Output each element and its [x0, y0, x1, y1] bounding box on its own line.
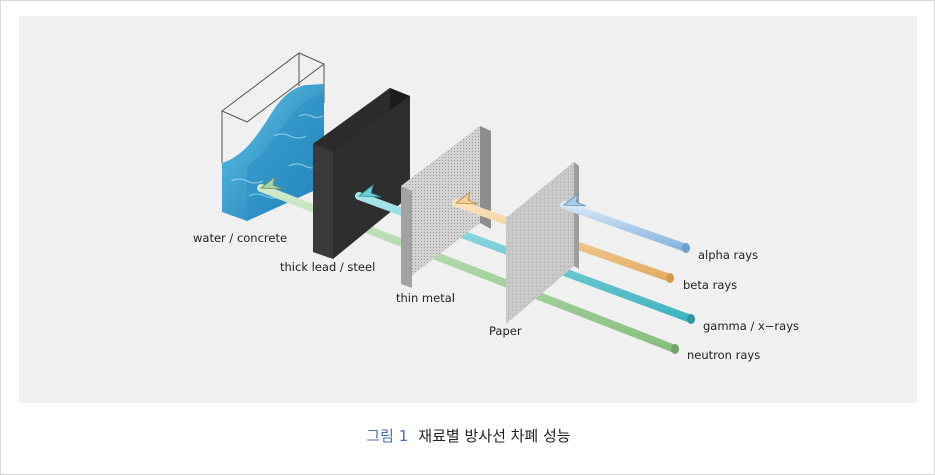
label-paper: Paper — [489, 324, 522, 338]
diagram-panel: water / concrete thick lead / steel thin… — [19, 16, 917, 403]
label-beta-rays: beta rays — [683, 278, 737, 292]
label-alpha-rays: alpha rays — [698, 248, 758, 262]
label-gamma-rays: gamma / x−rays — [703, 319, 799, 333]
label-neutron-rays: neutron rays — [687, 348, 760, 362]
thin-metal-plate — [401, 126, 491, 288]
paper-sheet — [506, 162, 579, 324]
label-thin-metal: thin metal — [396, 291, 455, 305]
label-water-concrete: water / concrete — [193, 231, 287, 245]
alpha-ray — [560, 192, 690, 253]
shielding-diagram: water / concrete thick lead / steel thin… — [193, 52, 799, 362]
label-thick-lead-steel: thick lead / steel — [280, 260, 375, 274]
figure-caption: 그림 1 재료별 방사선 차폐 성능 — [1, 425, 935, 446]
figure-number: 그림 1 — [366, 427, 409, 445]
figure-title: 재료별 방사선 차폐 성능 — [418, 427, 571, 445]
thick-lead-steel-block — [313, 88, 410, 259]
